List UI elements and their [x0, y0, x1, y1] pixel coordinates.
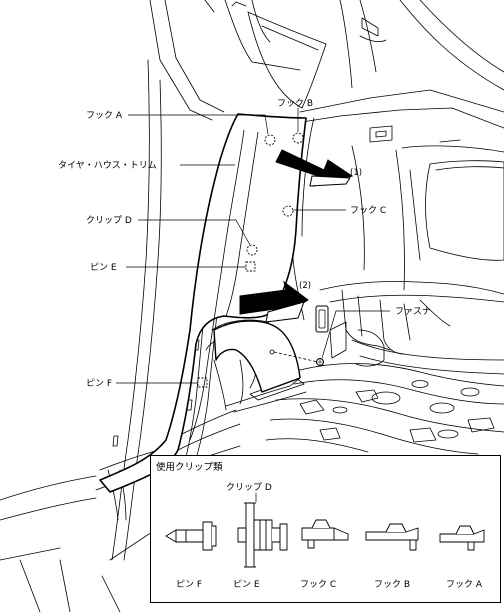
clip-d-marker	[246, 244, 258, 256]
label-clip-d: クリップ D	[86, 215, 132, 226]
fastener-guide-line	[273, 351, 319, 363]
hook-a-icon	[439, 525, 485, 551]
label-tire-house-trim: タイヤ・ハウス・トリム	[58, 160, 157, 171]
hook-b-marker	[292, 132, 304, 144]
arrow-step-1	[275, 149, 354, 187]
leader-lines	[116, 108, 390, 384]
inset-label-pin-e: ピン E	[233, 579, 260, 590]
label-hook-a: フック A	[86, 110, 123, 121]
arrow-step-2	[239, 280, 309, 323]
inset-label-hook-c: フック C	[300, 579, 336, 590]
hook-b-icon	[365, 523, 419, 551]
label-pin-f: ピン F	[86, 378, 112, 389]
pin-e-marker	[245, 261, 256, 272]
trim-panel-inner-edge	[189, 129, 245, 441]
label-step-2: (2)	[299, 281, 311, 291]
tire-house-trim-panel	[99, 113, 307, 493]
trim-panel-inner-edge-2	[225, 131, 259, 317]
clip-d-leader	[138, 219, 251, 246]
clip-markers	[197, 132, 304, 388]
pin-f-marker	[197, 377, 208, 388]
pin-f-icon	[165, 521, 217, 551]
inset-label-pin-f: ピン F	[176, 579, 202, 590]
hook-c-icon	[301, 519, 349, 549]
fastener-leader	[321, 310, 390, 359]
inset-label-hook-a: フック A	[446, 579, 483, 590]
hook-a-leader	[128, 114, 269, 135]
label-step-1: (1)	[350, 168, 362, 178]
hook-c-marker	[282, 205, 294, 217]
fastener-icon	[316, 358, 324, 366]
label-pin-e: ピン E	[90, 262, 117, 273]
inset-label-clip-d: クリップ D	[226, 482, 272, 493]
inset-title: 使用クリップ類	[156, 461, 223, 473]
fastener-hole	[269, 349, 275, 355]
hook-a-marker	[264, 134, 276, 146]
label-hook-c: フック C	[350, 205, 386, 216]
label-fastener: ファスナ	[395, 306, 431, 317]
label-hook-b: フック B	[277, 98, 313, 109]
inset-label-hook-b: フック B	[374, 579, 410, 590]
wheel-house-trim	[213, 320, 301, 393]
clip-types-inset: 使用クリップ類 クリップ D	[150, 455, 501, 603]
pin-e-icon	[237, 502, 288, 568]
